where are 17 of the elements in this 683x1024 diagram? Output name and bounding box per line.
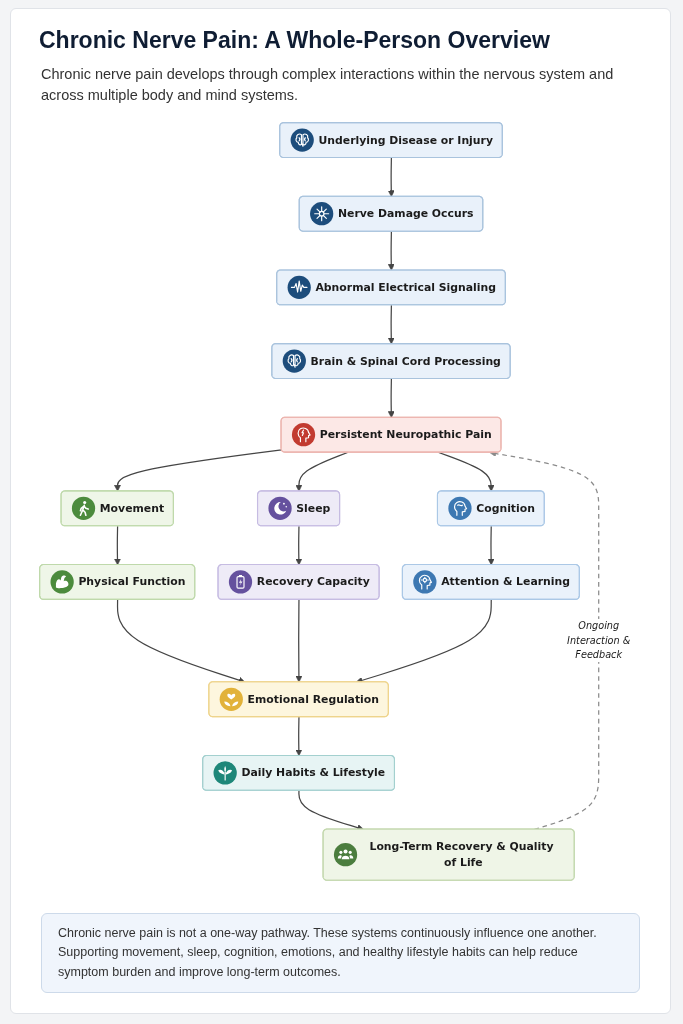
arrow xyxy=(114,525,121,566)
arrow xyxy=(387,157,395,197)
background-card: Chronic Nerve Pain: A Whole-Person Overview Chronic nerve pain develops through complex interactions within the nervous system and across multiple body and mind systems. Ongoing Interaction & Feedback Underlying Disease or Injury Nerve Damage Occurs Abnormal Electrical Signaling Brain & Spinal Cord Processing Persistent Neuropathic Pain Movement Sleep Cognition Physical Function Recovery Capacity Attention & Learning Emotional Regulation Daily Habits & Lifestyle Long-Term Recovery & Quality of Life Chronic nerve pain is not a one-way pathway. These systems continuously influence one another. Supporting movement, sleep, cognition, emotions, and healthy lifestyle habits can help reduce symptom burden and improve long-term outcomes. xyxy=(10,8,671,1014)
diagram-title: Chronic Nerve Pain: A Whole-Person Overview xyxy=(39,27,550,54)
caption-note: Chronic nerve pain is not a one-way pathway. These systems continuously influence one another. Supporting movement, sleep, cognition, emotions, and healthy lifestyle habits can help reduce symptom burden and improve long-term outcomes. xyxy=(41,912,640,993)
arrow xyxy=(295,525,303,566)
arrow xyxy=(295,599,303,683)
arrow xyxy=(387,304,395,345)
intro-text: Chronic nerve pain develops through complex interactions within the nervous system and across multiple body and mind systems. xyxy=(41,65,615,105)
arrow xyxy=(487,525,495,566)
arrow xyxy=(387,230,395,271)
arrow xyxy=(114,449,283,492)
edge-label: Ongoing Interaction & Feedback xyxy=(567,619,631,661)
arrow xyxy=(387,378,395,418)
arrow xyxy=(295,716,303,757)
arrow xyxy=(298,790,364,831)
arrow xyxy=(438,451,495,492)
